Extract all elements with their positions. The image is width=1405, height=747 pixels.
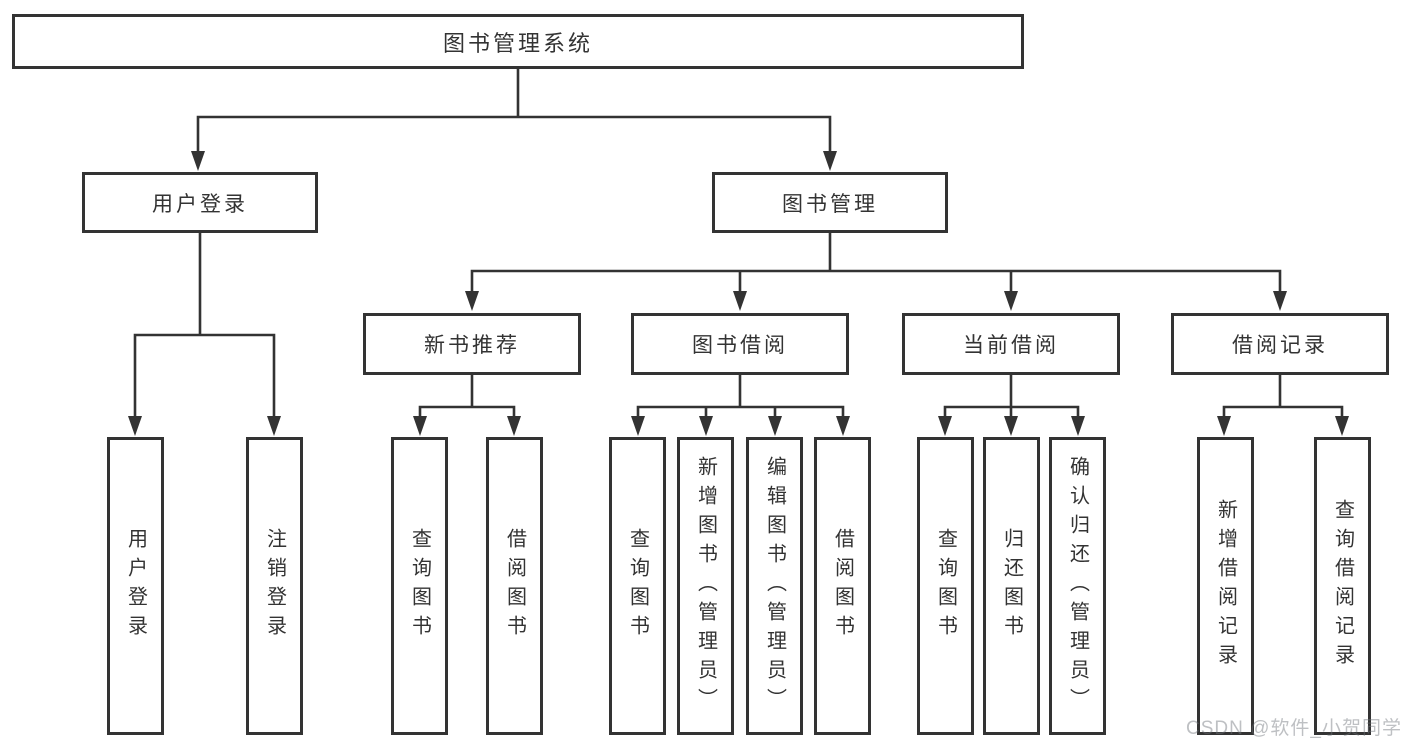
arrowhead: [413, 416, 427, 436]
leaf-add-borrow-record: 新增借阅记录: [1197, 437, 1254, 735]
leaf-borrow-book-borrow: 借阅图书: [814, 437, 871, 735]
edge-new-book-branch: [418, 373, 516, 423]
leaf-logout: 注销登录: [246, 437, 303, 735]
leaf-query-book-borrow-label: 查询图书: [626, 528, 649, 644]
edge-user-login-branch: [133, 231, 276, 423]
arrowheads: [128, 151, 1349, 436]
arrowhead: [1004, 416, 1018, 436]
leaf-user-login-label: 用户登录: [124, 528, 147, 644]
edge-book-mgmt-branch: [470, 231, 1282, 298]
csdn-watermark: CSDN @软件_小贺同学: [1186, 718, 1402, 739]
node-current-borrow-label: 当前借阅: [963, 334, 1059, 357]
arrowhead: [465, 291, 479, 311]
leaf-query-book-recommend: 查询图书: [391, 437, 448, 735]
arrowhead: [631, 416, 645, 436]
node-book-borrow-label: 图书借阅: [692, 334, 788, 357]
arrowhead: [1273, 291, 1287, 311]
leaf-return-book: 归还图书: [983, 437, 1040, 735]
leaf-query-borrow-record-label: 查询借阅记录: [1331, 499, 1354, 673]
node-user-login: 用户登录: [82, 172, 318, 233]
node-book-management-label: 图书管理: [782, 192, 878, 216]
leaf-borrow-book-recommend-label: 借阅图书: [503, 528, 526, 644]
node-new-book-recommend-label: 新书推荐: [424, 334, 520, 357]
arrowhead: [128, 416, 142, 436]
leaf-confirm-return-admin-label: 确认归还（管理员）: [1066, 455, 1089, 717]
arrowhead: [699, 416, 713, 436]
leaf-borrow-book-borrow-label: 借阅图书: [831, 528, 854, 644]
node-root: 图书管理系统: [12, 14, 1024, 69]
edge-current-borrow-branch: [943, 373, 1080, 423]
edge-book-borrow-branch: [636, 373, 845, 423]
arrowhead: [1071, 416, 1085, 436]
leaf-query-book-current: 查询图书: [917, 437, 974, 735]
arrowhead: [938, 416, 952, 436]
edge-root-branch: [196, 67, 832, 158]
arrowhead: [1335, 416, 1349, 436]
node-borrow-records-label: 借阅记录: [1232, 334, 1328, 357]
arrowhead: [1004, 291, 1018, 311]
leaf-query-book-recommend-label: 查询图书: [408, 528, 431, 644]
node-book-borrow: 图书借阅: [631, 313, 849, 375]
arrowhead: [823, 151, 837, 171]
leaf-return-book-label: 归还图书: [1000, 528, 1023, 644]
arrowhead: [191, 151, 205, 171]
leaf-add-book-admin-label: 新增图书（管理员）: [694, 455, 717, 717]
arrowhead: [1217, 416, 1231, 436]
arrowhead: [836, 416, 850, 436]
leaf-edit-book-admin: 编辑图书（管理员）: [746, 437, 803, 735]
leaf-edit-book-admin-label: 编辑图书（管理员）: [763, 455, 786, 717]
node-current-borrow: 当前借阅: [902, 313, 1120, 375]
leaf-query-book-current-label: 查询图书: [934, 528, 957, 644]
arrowhead: [768, 416, 782, 436]
node-book-management: 图书管理: [712, 172, 948, 233]
arrowhead: [733, 291, 747, 311]
leaf-add-borrow-record-label: 新增借阅记录: [1214, 499, 1237, 673]
leaf-borrow-book-recommend: 借阅图书: [486, 437, 543, 735]
node-user-login-label: 用户登录: [152, 192, 248, 216]
leaf-user-login: 用户登录: [107, 437, 164, 735]
edge-borrow-records-branch: [1222, 373, 1344, 423]
node-root-label: 图书管理系统: [442, 30, 593, 56]
leaf-logout-label: 注销登录: [263, 528, 286, 644]
node-borrow-records: 借阅记录: [1171, 313, 1389, 375]
leaf-query-borrow-record: 查询借阅记录: [1314, 437, 1371, 735]
leaf-confirm-return-admin: 确认归还（管理员）: [1049, 437, 1106, 735]
arrowhead: [267, 416, 281, 436]
arrowhead: [507, 416, 521, 436]
leaf-query-book-borrow: 查询图书: [609, 437, 666, 735]
node-new-book-recommend: 新书推荐: [363, 313, 581, 375]
leaf-add-book-admin: 新增图书（管理员）: [677, 437, 734, 735]
